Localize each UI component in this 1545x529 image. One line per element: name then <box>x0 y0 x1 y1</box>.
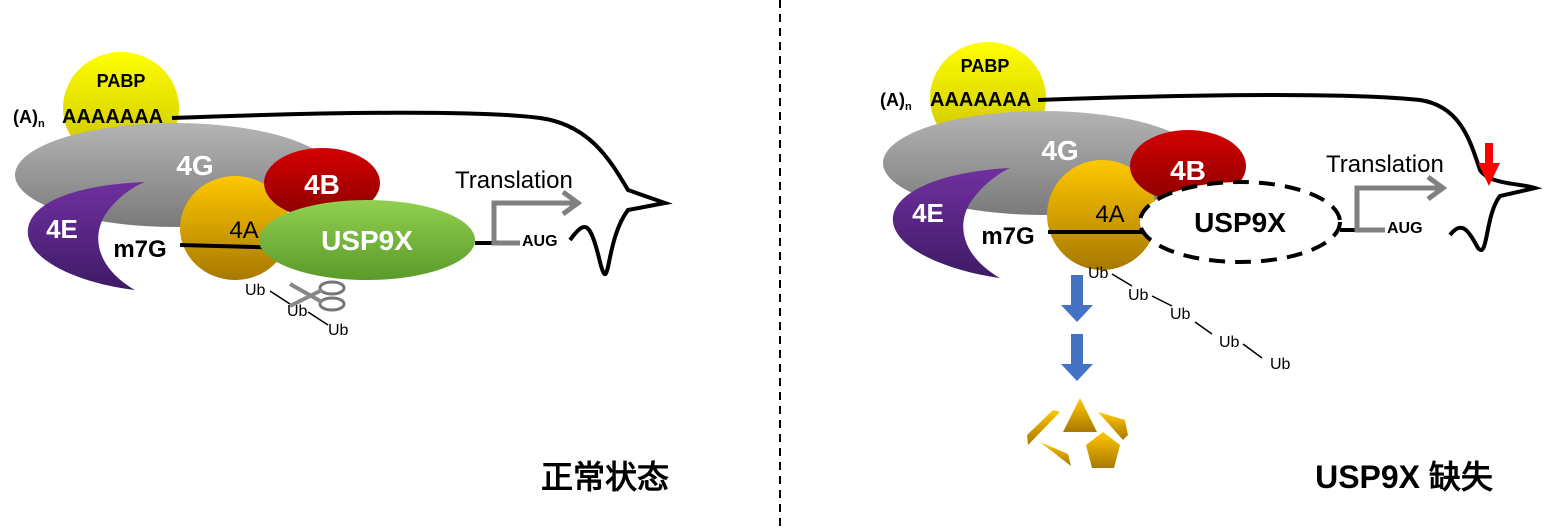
aug-label: AUG <box>1387 220 1423 237</box>
svg-text:Ub: Ub <box>1270 356 1291 373</box>
left-caption: 正常状态 <box>541 459 669 495</box>
degradation-arrow-icon <box>1061 275 1093 322</box>
left-panel: PABP (A)n AAAAAAA 4G 4E 4B m7G 4A USP9X … <box>13 52 673 495</box>
aug-label: AUG <box>522 233 558 250</box>
usp9x-protein <box>259 200 475 280</box>
scissors-icon <box>289 280 346 312</box>
pabp-label: PABP <box>97 71 146 91</box>
eif4b-label: 4B <box>1170 155 1206 186</box>
poly-a-label: (A)n <box>880 90 912 113</box>
svg-text:Ub: Ub <box>1088 265 1109 282</box>
eif4b-label: 4B <box>304 169 340 200</box>
usp9x-label: USP9X <box>321 225 413 256</box>
poly-a-tail: AAAAAAA <box>62 106 163 128</box>
ubiquitin-chain: Ub Ub Ub Ub Ub <box>1088 265 1291 373</box>
translation-label: Translation <box>455 167 573 194</box>
eif4e-label: 4E <box>912 198 944 228</box>
decrease-arrow-icon <box>1478 143 1500 186</box>
eif4a-protein <box>1047 160 1157 270</box>
mrna-strand <box>171 110 673 277</box>
usp9x-missing-outline <box>1138 180 1342 264</box>
eif4e-protein <box>892 168 1010 278</box>
eif4a-protein <box>180 176 290 280</box>
svg-text:Ub: Ub <box>1219 334 1240 351</box>
degraded-protein-fragments-icon <box>1027 398 1128 468</box>
cap-label: m7G <box>981 223 1034 250</box>
svg-text:Ub: Ub <box>328 322 349 339</box>
translation-arrow <box>491 189 583 246</box>
svg-text:Ub: Ub <box>1170 306 1191 323</box>
poly-a-tail: AAAAAAA <box>930 89 1031 111</box>
pabp-label: PABP <box>961 56 1010 76</box>
right-panel: PABP (A)n AAAAAAA 4G 4E 4B m7G 4A USP9X … <box>880 42 1543 495</box>
translation-arrow <box>1354 174 1448 233</box>
degradation-arrow-icon <box>1061 334 1093 381</box>
svg-text:Ub: Ub <box>1128 287 1149 304</box>
poly-a-label: (A)n <box>13 107 45 130</box>
eif4e-label: 4E <box>46 214 78 244</box>
svg-text:Ub: Ub <box>245 282 266 299</box>
ubiquitin-chain: Ub Ub Ub <box>245 282 349 339</box>
usp9x-label: USP9X <box>1194 207 1286 238</box>
eif4e-protein <box>27 182 145 290</box>
cap-label: m7G <box>113 236 166 263</box>
right-caption: USP9X 缺失 <box>1315 459 1494 495</box>
eif4g-label: 4G <box>1041 135 1078 166</box>
translation-label: Translation <box>1326 151 1444 178</box>
mrna-strand <box>1037 93 1543 252</box>
eif4a-label: 4A <box>229 217 258 244</box>
eif4g-label: 4G <box>176 150 213 181</box>
svg-text:Ub: Ub <box>287 303 308 320</box>
eif4a-label: 4A <box>1095 201 1124 228</box>
